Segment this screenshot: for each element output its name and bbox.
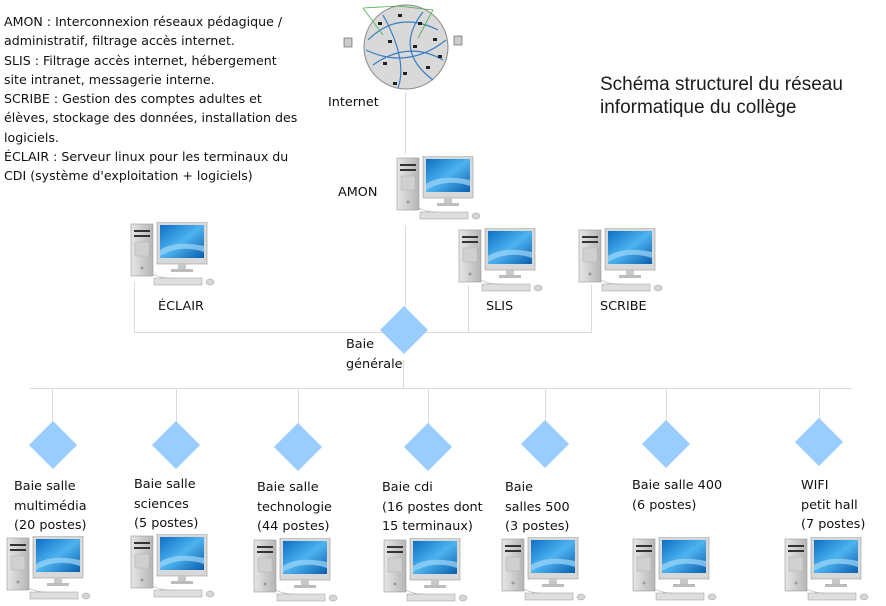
connector-servers-horizontal [422,332,592,333]
label-line: (16 postes dont [382,499,483,515]
title-line: Schéma structurel du réseau [600,74,843,95]
legend-line: CDI (système d'exploitation + logiciels) [4,168,253,184]
connector-bay-2 [176,388,177,424]
legend-text: AMON : Interconnexion réseaux pédagique … [4,12,314,186]
connector-amon-baie [405,226,406,310]
label-line: (44 postes) [257,519,330,534]
globe-network-icon [343,4,463,90]
bay-label: WIFI petit hall (7 postes) [801,476,865,535]
bay-diamond-icon [273,422,323,472]
eclair-label: ÉCLAIR [158,299,204,314]
label-line: (5 postes) [134,516,199,531]
label-line: Baie cdi [382,480,433,495]
amon-computer-icon [396,156,484,224]
eclair-computer-icon [130,222,218,290]
connector-scribe-vertical [591,285,592,332]
connector-eclair-horizontal [134,332,388,333]
connector-internet-amon [405,92,406,154]
diagram-title: Schéma structurel du réseau informatique… [600,73,843,119]
label-line: 15 terminaux) [382,519,473,534]
connector-bay-1 [52,388,53,424]
label-line: salles 500 [505,499,570,515]
internet-label: Internet [328,95,379,110]
bay-label: Baie salle multimédia (20 postes) [14,477,87,536]
bay-label: Baie salle technologie (44 postes) [257,478,332,537]
label-line: (6 postes) [632,497,697,513]
label-line: multimédia [14,498,87,514]
bay-computer-icon [6,536,94,604]
bay-label: Baie salles 500 (3 postes) [505,478,570,537]
bay-computer-icon [632,537,720,605]
legend-line: élèves, stockage des données, installati… [4,110,298,126]
label-line: (7 postes) [801,517,866,532]
bay-computer-icon [253,538,341,606]
bay-diamond-icon [520,419,570,469]
baie-generale-label: Baie générale [346,335,403,374]
label-line: (20 postes) [14,518,87,533]
scribe-label: SCRIBE [600,299,647,314]
label-line: (3 postes) [505,519,570,534]
legend-line: AMON : Interconnexion réseaux pédagique … [4,14,283,29]
scribe-computer-icon [578,228,666,296]
legend-line: SLIS : Filtrage accès internet, hébergem… [4,52,277,68]
bay-label: Baie salle 400 (6 postes) [632,476,722,515]
slis-computer-icon [458,228,546,296]
legend-line: administratif, filtrage accès internet. [4,33,235,49]
amon-label: AMON [338,185,378,200]
connector-bay-5 [545,388,546,424]
legend-line: logiciels. [4,129,59,145]
bay-computer-icon [130,534,218,602]
connector-eclair-vertical [134,282,135,332]
label-line: Baie [346,337,375,352]
label-line: Baie salle [134,477,196,492]
connector-bay-3 [298,388,299,424]
label-line: Baie salle [14,479,76,494]
bay-diamond-icon [403,422,453,472]
legend-line: SCRIBE : Gestion des comptes adultes et [4,91,262,107]
title-line: informatique du collège [600,97,797,118]
label-line: sciences [134,496,189,512]
connector-bay-6 [666,388,667,424]
bay-label: Baie salle sciences (5 postes) [134,475,198,534]
bay-label: Baie cdi (16 postes dont 15 terminaux) [382,478,483,537]
connector-bay-7 [819,388,820,424]
label-line: technologie [257,499,332,515]
connector-baie-down [403,360,404,388]
legend-line: site intranet, messagerie interne. [4,71,215,87]
label-line: petit hall [801,497,858,513]
bay-diamond-icon [151,420,201,470]
label-line: WIFI [801,478,829,493]
bay-diamond-icon [794,417,844,467]
label-line: Baie salle 400 [632,478,723,493]
label-line: générale [346,356,403,372]
bay-computer-icon [501,537,589,605]
bay-computer-icon [383,538,471,606]
bay-diamond-icon [28,420,78,470]
legend-line: ÉCLAIR : Serveur linux pour les terminau… [4,149,289,165]
label-line: Baie [505,480,534,495]
label-line: Baie salle [257,480,319,495]
bay-computer-icon [784,537,872,605]
connector-bay-4 [428,388,429,424]
slis-label: SLIS [486,299,514,314]
bay-diamond-icon [641,419,691,469]
connector-bus-horizontal [30,388,852,389]
connector-slis-vertical [468,285,469,332]
